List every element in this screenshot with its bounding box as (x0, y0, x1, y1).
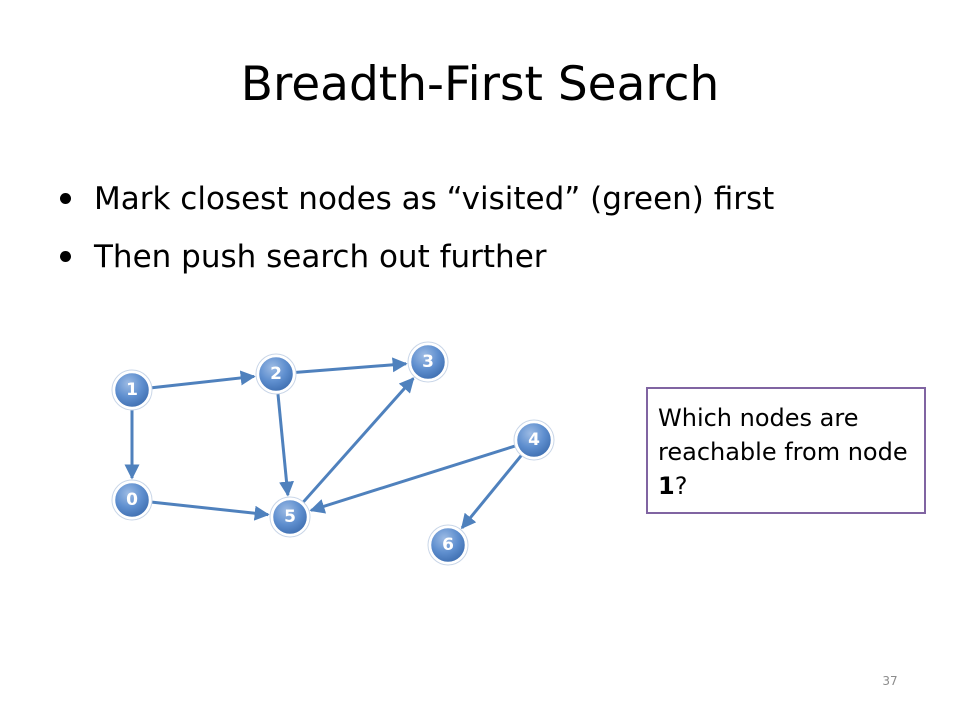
node-circle (256, 354, 296, 394)
edge-4-5 (309, 444, 516, 514)
question-callout: Which nodes are reachable from node 1? (646, 387, 926, 514)
node-circle (514, 420, 554, 460)
node-1: 1 (111, 369, 153, 411)
node-label: 0 (126, 490, 138, 510)
node-ring (111, 369, 153, 411)
node-label: 4 (528, 430, 540, 450)
node-ring (513, 419, 555, 461)
callout-highlight: 1 (658, 472, 675, 500)
node-4: 4 (513, 419, 555, 461)
node-label: 1 (126, 380, 138, 400)
node-label: 6 (442, 535, 454, 555)
node-label: 5 (284, 507, 296, 527)
edge-5-3 (302, 377, 415, 504)
edge-0-5 (151, 500, 270, 521)
node-circle (112, 480, 152, 520)
node-2: 2 (255, 353, 297, 395)
node-ring (269, 496, 311, 538)
node-label: 3 (422, 352, 434, 372)
page-number: 37 (882, 674, 898, 688)
edge-1-2 (151, 370, 256, 390)
node-circle (270, 497, 310, 537)
bullet-list: Mark closest nodes as “visited” (green) … (58, 176, 774, 292)
node-label: 2 (270, 364, 282, 384)
callout-text-end: ? (674, 472, 688, 500)
node-ring (111, 479, 153, 521)
node-circle (408, 342, 448, 382)
bullet-text: Then push search out further (94, 239, 547, 275)
bullet-dot-icon (60, 193, 71, 204)
node-ring (255, 353, 297, 395)
bullet-item: Then push search out further (58, 234, 774, 292)
node-circle (112, 370, 152, 410)
bullet-item: Mark closest nodes as “visited” (green) … (58, 176, 774, 234)
node-6: 6 (427, 524, 469, 566)
edge-2-5 (276, 393, 295, 497)
bullet-dot-icon (60, 251, 71, 262)
node-5: 5 (269, 496, 311, 538)
callout-text: Which nodes are reachable from node (658, 404, 908, 466)
node-circle (428, 525, 468, 565)
bullet-text: Mark closest nodes as “visited” (green) … (94, 181, 775, 217)
slide-title: Breadth-First Search (240, 57, 720, 112)
node-0: 0 (111, 479, 153, 521)
node-ring (407, 341, 449, 383)
node-3: 3 (407, 341, 449, 383)
node-ring (427, 524, 469, 566)
edge-2-3 (295, 357, 408, 374)
edge-4-6 (460, 454, 523, 530)
